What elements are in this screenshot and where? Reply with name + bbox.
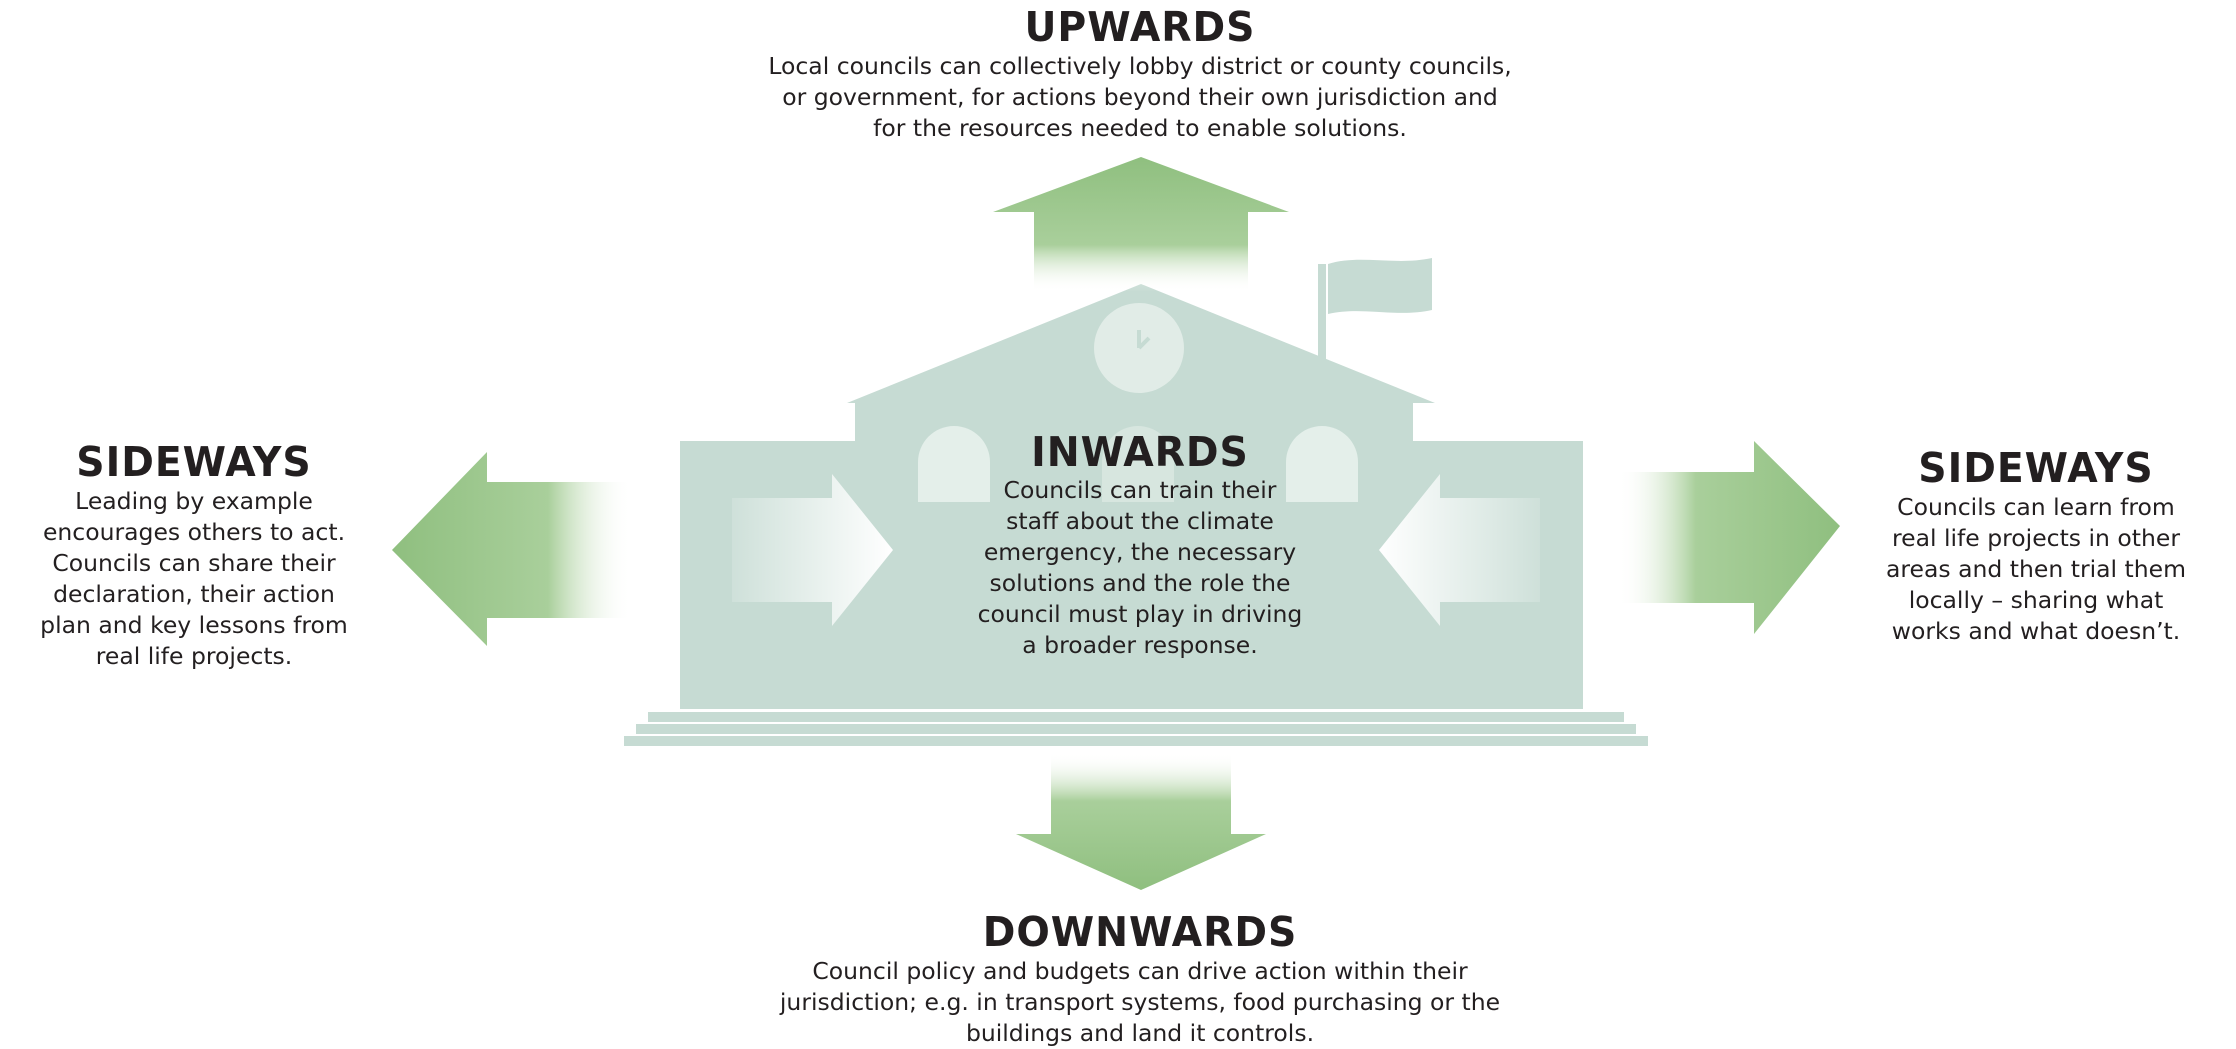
inwards-line: solutions and the role the: [989, 569, 1291, 597]
building-window: [1102, 426, 1174, 502]
sideways-left-line: encourages others to act.: [42, 518, 346, 546]
inwards-line: council must play in driving: [977, 600, 1303, 628]
inwards-description: Councils can train their staff about the…: [900, 475, 1380, 661]
sideways-right-line: real life projects in other: [1891, 524, 2181, 552]
sideways-right-line: locally – sharing what: [1908, 586, 2164, 614]
downwards-section: DOWNWARDS Council policy and budgets can…: [640, 908, 1640, 1049]
sideways-left-line: Leading by example: [75, 487, 313, 515]
sideways-left-line: Councils can share their: [52, 549, 336, 577]
sideways-right-heading: SIDEWAYS: [1918, 444, 2154, 492]
inwards-line: staff about the climate: [1006, 507, 1274, 535]
sideways-left-line: real life projects.: [95, 642, 293, 670]
inward-arrow-right: [1379, 474, 1540, 626]
sideways-left-arrow: [392, 452, 632, 646]
sideways-right-description: Councils can learn from real life projec…: [1846, 492, 2226, 647]
flag-icon: [1318, 258, 1432, 402]
upwards-line: or government, for actions beyond their …: [782, 83, 1498, 111]
inwards-line: emergency, the necessary: [983, 538, 1297, 566]
upwards-arrow: [993, 157, 1289, 292]
council-building: [624, 258, 1648, 746]
inwards-line: Councils can train their: [1003, 476, 1277, 504]
inwards-heading: INWARDS: [1031, 428, 1249, 476]
upwards-description: Local councils can collectively lobby di…: [640, 51, 1640, 144]
sideways-left-description: Leading by example encourages others to …: [2, 486, 386, 672]
downwards-heading: DOWNWARDS: [982, 908, 1298, 956]
downwards-line: Council policy and budgets can drive act…: [812, 957, 1468, 985]
sideways-left-heading: SIDEWAYS: [76, 438, 312, 486]
inwards-line: a broader response.: [1022, 631, 1258, 659]
downwards-line: buildings and land it controls.: [965, 1019, 1315, 1047]
building-step: [624, 736, 1648, 746]
sideways-right-line: Councils can learn from: [1897, 493, 2175, 521]
sideways-left-line: plan and key lessons from: [40, 611, 348, 639]
upwards-line: for the resources needed to enable solut…: [873, 114, 1407, 142]
building-window: [918, 426, 990, 502]
clock-icon: [1094, 303, 1184, 393]
upwards-line: Local councils can collectively lobby di…: [768, 52, 1512, 80]
sideways-right-arrow: [1618, 441, 1840, 634]
upwards-heading: UPWARDS: [1024, 3, 1256, 51]
sideways-right-line: works and what doesn’t.: [1891, 617, 2181, 645]
sideways-left-section: SIDEWAYS Leading by example encourages o…: [2, 438, 386, 672]
upwards-section: UPWARDS Local councils can collectively …: [640, 3, 1640, 144]
downwards-description: Council policy and budgets can drive act…: [640, 956, 1640, 1049]
inwards-section: INWARDS Councils can train their staff a…: [900, 428, 1380, 661]
building-step: [648, 712, 1624, 722]
sideways-right-section: SIDEWAYS Councils can learn from real li…: [1846, 444, 2226, 647]
building-window: [1286, 426, 1358, 502]
inward-arrow-left: [732, 474, 893, 626]
sideways-left-line: declaration, their action: [53, 580, 335, 608]
sideways-right-line: areas and then trial them: [1886, 555, 2186, 583]
downwards-arrow: [1016, 753, 1266, 890]
building-step: [636, 724, 1636, 734]
downwards-line: jurisdiction; e.g. in transport systems,…: [779, 988, 1501, 1016]
